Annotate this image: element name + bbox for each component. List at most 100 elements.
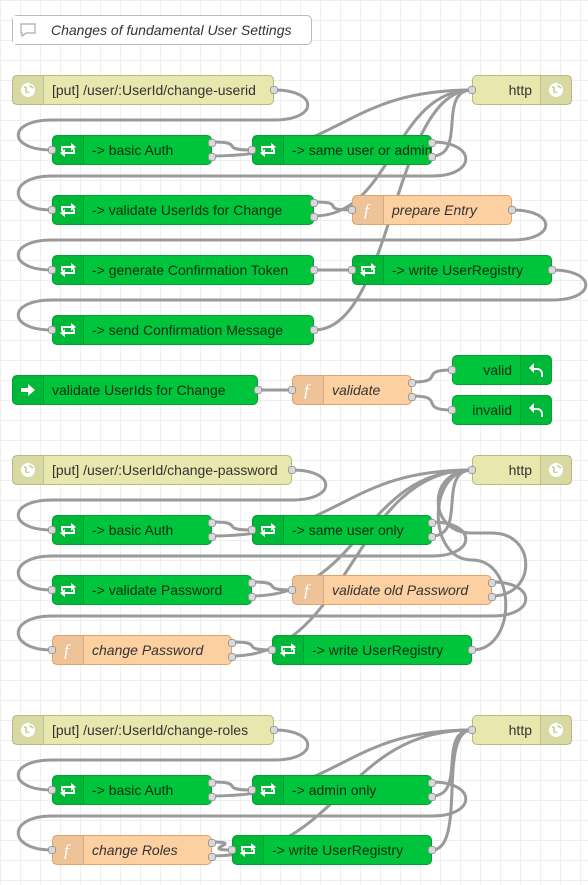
- input-port[interactable]: [48, 326, 56, 334]
- function-validate[interactable]: f validate: [288, 375, 416, 405]
- output-port-2[interactable]: [208, 853, 216, 861]
- input-port[interactable]: [268, 646, 276, 654]
- output-port-1[interactable]: [408, 379, 416, 387]
- http-response-1[interactable]: http: [468, 75, 572, 105]
- wire[interactable]: [436, 468, 508, 652]
- link-call-basic-auth[interactable]: -> basic Auth: [48, 135, 216, 165]
- output-port-2[interactable]: [408, 393, 416, 401]
- wire[interactable]: [231, 640, 273, 652]
- output-port[interactable]: [548, 266, 556, 274]
- http-response-3[interactable]: http: [468, 715, 572, 745]
- output-port-2[interactable]: [208, 793, 216, 801]
- output-port-2[interactable]: [208, 533, 216, 541]
- link-arrows-icon: [53, 316, 84, 344]
- output-port[interactable]: [254, 386, 262, 394]
- input-port[interactable]: [448, 406, 456, 414]
- output-port-1[interactable]: [428, 779, 436, 787]
- function-change-roles[interactable]: f change Roles: [48, 835, 216, 865]
- output-port-1[interactable]: [208, 139, 216, 147]
- link-call-send-message[interactable]: -> send Confirmation Message: [48, 315, 318, 345]
- output-port-2[interactable]: [248, 593, 256, 601]
- link-call-basic-auth-2[interactable]: -> basic Auth: [48, 515, 216, 545]
- input-port[interactable]: [48, 646, 56, 654]
- wire[interactable]: [211, 140, 253, 152]
- input-port[interactable]: [468, 466, 476, 474]
- output-port-1[interactable]: [488, 579, 496, 587]
- link-call-same-user-only[interactable]: -> same user only: [248, 515, 436, 545]
- input-port[interactable]: [248, 786, 256, 794]
- http-response-2[interactable]: http: [468, 455, 572, 485]
- link-call-admin-only[interactable]: -> admin only: [248, 775, 436, 805]
- link-call-write-registry-3[interactable]: -> write UserRegistry: [228, 835, 436, 865]
- link-in-validate-userids[interactable]: validate UserIds for Change: [12, 375, 262, 405]
- input-port[interactable]: [48, 146, 56, 154]
- output-port-1[interactable]: [208, 779, 216, 787]
- output-port-1[interactable]: [228, 639, 236, 647]
- output-port-1[interactable]: [248, 579, 256, 587]
- input-port[interactable]: [248, 526, 256, 534]
- wire[interactable]: [211, 780, 253, 792]
- input-port[interactable]: [228, 846, 236, 854]
- wire[interactable]: [211, 520, 253, 532]
- output-port[interactable]: [270, 726, 278, 734]
- output-port[interactable]: [428, 846, 436, 854]
- input-port[interactable]: [468, 726, 476, 734]
- wire[interactable]: [431, 728, 473, 852]
- output-port-1[interactable]: [310, 199, 318, 207]
- link-return-invalid[interactable]: invalid: [448, 395, 552, 425]
- wire[interactable]: [411, 394, 453, 412]
- link-call-write-registry[interactable]: -> write UserRegistry: [348, 255, 556, 285]
- input-port[interactable]: [48, 586, 56, 594]
- wire[interactable]: [313, 200, 353, 212]
- input-port[interactable]: [448, 366, 456, 374]
- wire[interactable]: [431, 468, 473, 538]
- link-call-validate-password[interactable]: -> validate Password: [48, 575, 256, 605]
- output-port[interactable]: [270, 86, 278, 94]
- http-in-change-userid[interactable]: [put] /user/:UserId/change-userid: [12, 75, 278, 105]
- output-port[interactable]: [288, 466, 296, 474]
- input-port[interactable]: [48, 526, 56, 534]
- output-port-2[interactable]: [488, 593, 496, 601]
- input-port[interactable]: [348, 266, 356, 274]
- link-call-validate-userids[interactable]: -> validate UserIds for Change: [48, 195, 318, 225]
- input-port[interactable]: [48, 786, 56, 794]
- input-port[interactable]: [468, 86, 476, 94]
- link-call-basic-auth-3[interactable]: -> basic Auth: [48, 775, 216, 805]
- function-change-password[interactable]: f change Password: [48, 635, 236, 665]
- link-call-generate-token[interactable]: -> generate Confirmation Token: [48, 255, 318, 285]
- wire[interactable]: [251, 580, 293, 592]
- output-port-2[interactable]: [428, 793, 436, 801]
- http-in-change-password[interactable]: [put] /user/:UserId/change-password: [12, 455, 296, 485]
- link-call-same-user-or-admin[interactable]: -> same user or admin: [248, 135, 436, 165]
- input-port[interactable]: [48, 846, 56, 854]
- output-port-1[interactable]: [208, 839, 216, 847]
- input-port[interactable]: [248, 146, 256, 154]
- wire[interactable]: [431, 88, 473, 158]
- output-port[interactable]: [310, 266, 318, 274]
- input-port[interactable]: [348, 206, 356, 214]
- output-port-2[interactable]: [428, 153, 436, 161]
- link-return-valid[interactable]: valid: [448, 355, 552, 385]
- input-port[interactable]: [288, 586, 296, 594]
- input-port[interactable]: [48, 206, 56, 214]
- function-validate-old-password[interactable]: f validate old Password: [288, 575, 496, 605]
- wire[interactable]: [431, 728, 473, 798]
- output-port-2[interactable]: [310, 213, 318, 221]
- output-port-1[interactable]: [428, 519, 436, 527]
- output-port[interactable]: [468, 646, 476, 654]
- output-port-1[interactable]: [428, 139, 436, 147]
- output-port-2[interactable]: [428, 533, 436, 541]
- wire[interactable]: [231, 468, 473, 658]
- output-port-1[interactable]: [208, 519, 216, 527]
- function-prepare-entry[interactable]: f prepare Entry: [348, 195, 516, 225]
- comment-node[interactable]: Changes of fundamental User Settings: [12, 15, 312, 45]
- input-port[interactable]: [288, 386, 296, 394]
- output-port[interactable]: [310, 326, 318, 334]
- output-port[interactable]: [508, 206, 516, 214]
- input-port[interactable]: [48, 266, 56, 274]
- http-in-change-roles[interactable]: [put] /user/:UserId/change-roles: [12, 715, 278, 745]
- output-port-2[interactable]: [208, 153, 216, 161]
- output-port-2[interactable]: [228, 653, 236, 661]
- link-call-write-registry-2[interactable]: -> write UserRegistry: [268, 635, 476, 665]
- wire[interactable]: [411, 368, 453, 384]
